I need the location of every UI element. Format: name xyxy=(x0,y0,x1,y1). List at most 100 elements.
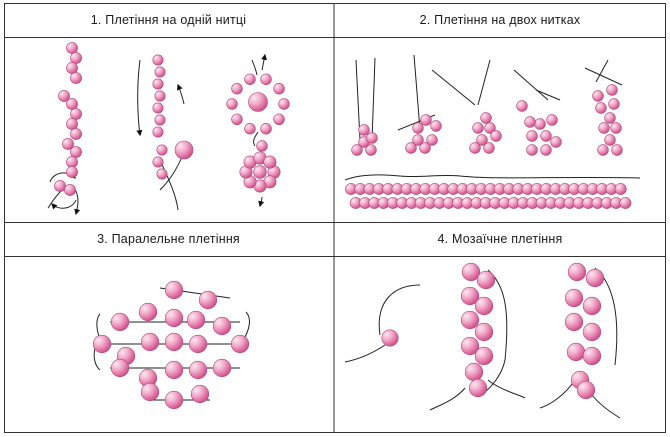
bead xyxy=(140,332,160,352)
beads-layer xyxy=(54,42,632,410)
bead xyxy=(54,180,66,192)
bead xyxy=(164,390,184,410)
bead xyxy=(526,144,538,156)
bead xyxy=(244,123,256,135)
bead xyxy=(526,130,538,142)
bead xyxy=(524,116,536,128)
panel1-title: 1. Плетіння на одній нитці xyxy=(90,13,247,27)
bead xyxy=(66,98,78,110)
bead xyxy=(592,90,604,102)
bead xyxy=(226,98,238,110)
panel2-title: 2. Плетіння на двох нитках xyxy=(419,13,581,27)
bead xyxy=(154,66,166,78)
bead xyxy=(460,310,480,330)
bead xyxy=(154,90,166,102)
bead xyxy=(426,134,438,146)
bead xyxy=(606,84,618,96)
panel4-threads xyxy=(344,267,621,419)
panel4-title: 4. Мозаїчне плетіння xyxy=(437,232,563,246)
bead xyxy=(608,98,620,110)
bead xyxy=(564,312,584,332)
bead xyxy=(66,156,78,168)
bead xyxy=(469,142,481,154)
bead xyxy=(576,380,596,400)
bead xyxy=(464,362,484,382)
bead xyxy=(110,312,130,332)
bead xyxy=(474,346,494,366)
bead xyxy=(610,122,622,134)
bead xyxy=(140,382,160,402)
bead xyxy=(152,54,164,66)
bead xyxy=(564,288,584,308)
bead xyxy=(244,73,256,85)
bead xyxy=(70,146,82,158)
bead xyxy=(248,92,268,112)
bead xyxy=(483,142,495,154)
bead xyxy=(412,134,424,146)
bead xyxy=(212,358,232,378)
bead xyxy=(64,184,76,196)
bead xyxy=(152,78,164,90)
bead xyxy=(476,134,488,146)
bead xyxy=(164,360,184,380)
panel1-threads xyxy=(47,53,268,216)
bead xyxy=(540,144,552,156)
bead xyxy=(474,296,494,316)
bead xyxy=(256,140,268,152)
bead xyxy=(484,122,496,134)
bead xyxy=(604,134,616,146)
bead xyxy=(66,42,78,54)
bead xyxy=(420,114,432,126)
bead xyxy=(461,262,481,282)
bead xyxy=(604,112,616,124)
bead xyxy=(534,118,546,130)
bead xyxy=(66,118,78,130)
panel-frame xyxy=(4,3,666,433)
bead xyxy=(152,102,164,114)
bead xyxy=(474,322,494,342)
bead xyxy=(70,52,82,64)
bead xyxy=(164,308,184,328)
curved-arrow-bottom xyxy=(51,199,77,210)
bead xyxy=(260,73,272,85)
bead xyxy=(138,302,158,322)
bead xyxy=(582,346,602,366)
bead xyxy=(516,100,528,112)
bead xyxy=(92,334,112,354)
bead xyxy=(480,112,492,124)
bead xyxy=(476,270,496,290)
bead xyxy=(585,268,605,288)
bead xyxy=(597,144,609,156)
bead xyxy=(546,114,558,126)
bead xyxy=(430,120,442,132)
bead xyxy=(174,140,194,160)
bead xyxy=(582,322,602,342)
bead xyxy=(212,316,232,336)
bead xyxy=(58,90,70,102)
bead xyxy=(188,360,208,380)
bead xyxy=(540,130,552,142)
bead xyxy=(490,130,502,142)
bead xyxy=(190,384,210,404)
bead xyxy=(351,144,363,156)
bead xyxy=(253,165,267,179)
bead xyxy=(231,83,243,95)
bead xyxy=(110,358,130,378)
bead xyxy=(582,296,602,316)
bead xyxy=(614,183,627,195)
bead xyxy=(70,128,82,140)
bead xyxy=(468,378,488,398)
bead xyxy=(164,280,184,300)
bead xyxy=(164,332,184,352)
bead xyxy=(70,108,82,120)
bead xyxy=(358,124,370,136)
bead xyxy=(260,123,272,135)
bead xyxy=(230,334,250,354)
bead xyxy=(567,262,587,282)
bead xyxy=(156,144,168,156)
bead xyxy=(154,114,166,126)
bead xyxy=(66,62,78,74)
panel3-title: 3. Паралельне плетіння xyxy=(97,232,240,246)
